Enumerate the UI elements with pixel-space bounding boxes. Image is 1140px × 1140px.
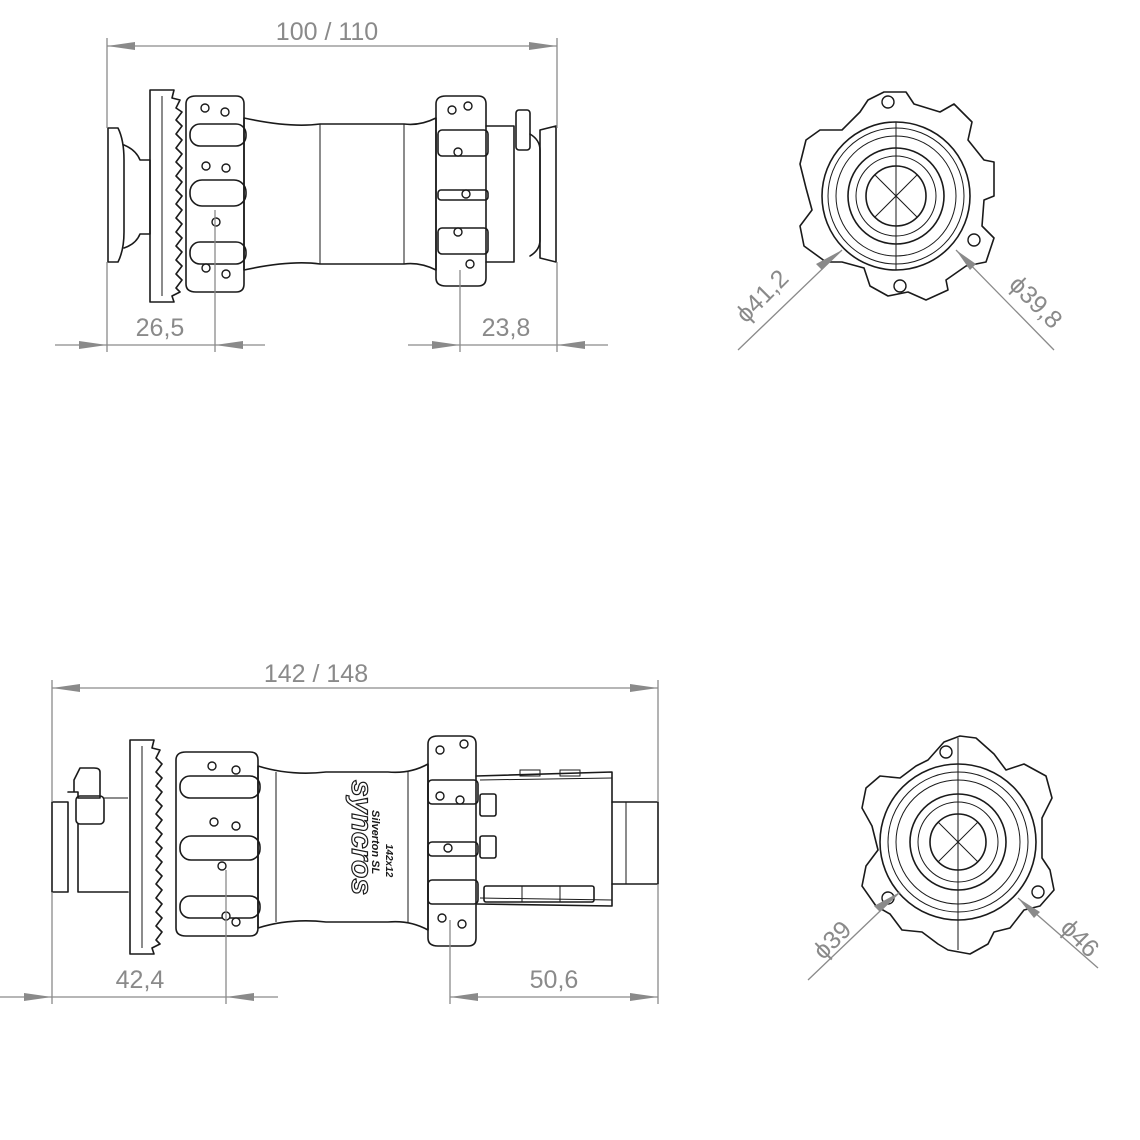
rear-end-diameter-left: ϕ39 — [807, 891, 901, 981]
front-right-offset-label: 23,8 — [482, 314, 531, 342]
front-end-diameter-left: ϕ41,2 — [730, 249, 843, 351]
hub-brand-text: syncros — [345, 780, 378, 895]
front-end-diameter-right: ϕ39,8 — [955, 249, 1068, 351]
rear-diameter-left-label: ϕ39 — [808, 916, 857, 965]
hub-spec-text: 142x12 — [383, 844, 394, 878]
rear-right-offset-dimension: 50,6 — [449, 884, 659, 1004]
rear-left-offset-dimension: 42,4 — [0, 870, 278, 1004]
rear-hub-side-view: syncros Silverton SL 142x12 — [51, 735, 659, 955]
front-diameter-right-label: ϕ39,8 — [1004, 270, 1068, 334]
hub-model-text: Silverton SL — [369, 810, 381, 874]
front-overall-width-label: 100 / 110 — [276, 18, 378, 46]
front-overall-dimension: 100 / 110 — [106, 18, 558, 128]
front-diameter-left-label: ϕ41,2 — [730, 264, 794, 328]
front-right-offset-dimension: 23,8 — [408, 262, 608, 352]
rear-hub-end-view — [861, 735, 1055, 955]
rear-left-offset-label: 42,4 — [116, 966, 165, 994]
front-left-offset-label: 26,5 — [136, 314, 185, 342]
rear-diameter-right-label: ϕ46 — [1055, 914, 1104, 963]
front-hub-end-view — [799, 91, 995, 301]
rear-overall-dimension: 142 / 148 — [51, 660, 659, 802]
front-hub-side-view — [107, 89, 557, 303]
front-left-offset-dimension: 26,5 — [55, 210, 265, 352]
rear-overall-width-label: 142 / 148 — [264, 660, 368, 688]
rear-end-diameter-right: ϕ46 — [1017, 897, 1104, 969]
rear-right-offset-label: 50,6 — [530, 966, 579, 994]
